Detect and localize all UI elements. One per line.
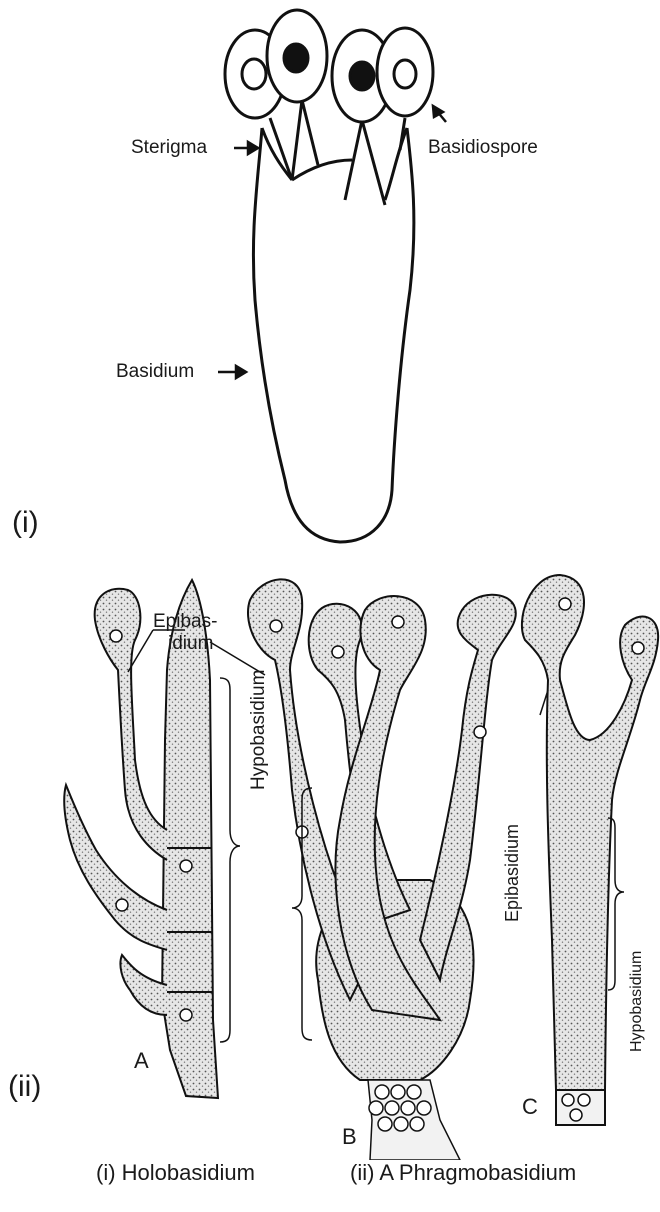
label-epibasidium-split-2: idium xyxy=(168,634,213,653)
label-hypobasidium: Hypobasidium xyxy=(248,670,270,790)
figure-letter-c: C xyxy=(522,1096,538,1118)
a-branch-low xyxy=(120,955,167,1015)
caption-holobasidium: (i) Holobasidium xyxy=(96,1160,255,1186)
figure-a xyxy=(64,580,218,1098)
figure-letter-a: A xyxy=(134,1050,149,1072)
b-base-cells xyxy=(368,1080,460,1160)
label-epibasidium-split-1: Epibas- xyxy=(153,612,217,631)
sterigmata xyxy=(270,100,405,205)
label-hypobasidium-c: Hypobasidium xyxy=(628,951,646,1052)
figure-b xyxy=(248,579,516,1080)
panel-label-ii: (ii) xyxy=(8,1072,41,1102)
holobasidium-drawing xyxy=(0,0,660,560)
label-epibasidium-c: Epibasidium xyxy=(502,824,523,922)
panel-label-i: (i) xyxy=(12,508,39,538)
label-basidiospore: Basidiospore xyxy=(428,138,538,157)
basidiospores xyxy=(225,10,433,122)
caption-phragmobasidium: (ii) A Phragmobasidium xyxy=(350,1160,576,1186)
label-sterigma: Sterigma xyxy=(131,138,207,157)
basidium-top xyxy=(262,128,407,200)
phragmobasidium-drawing xyxy=(0,560,660,1160)
figure-letter-b: B xyxy=(342,1126,357,1148)
label-basidium: Basidium xyxy=(116,362,194,381)
a-branch-mid xyxy=(64,785,167,950)
basidium-outline xyxy=(253,128,413,542)
